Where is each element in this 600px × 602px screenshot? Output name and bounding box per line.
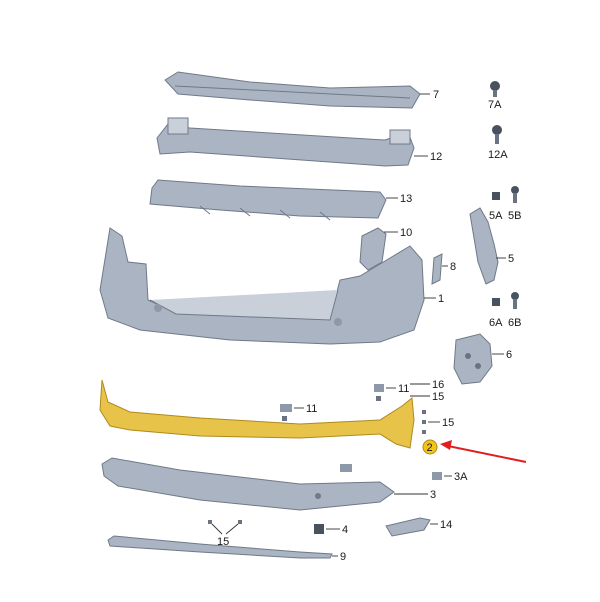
clip-part-3-icon: [340, 464, 352, 472]
callout-2: 2: [427, 442, 433, 454]
clip-11-left-icon: [280, 404, 292, 421]
callout-1: 1: [438, 293, 444, 305]
callout-13: 13: [400, 193, 412, 205]
clip-11-icon: [374, 384, 384, 401]
callout-7a: 7A: [488, 99, 502, 111]
clip-set-15-lower-icon: [208, 520, 242, 524]
part-10-cover[interactable]: [359, 227, 387, 271]
callout-7: 7: [433, 89, 439, 101]
part-6-bracket[interactable]: [453, 333, 493, 385]
callout-12: 12: [430, 151, 442, 163]
part-7-bracket[interactable]: [164, 71, 421, 109]
part-1-bumper-cover[interactable]: [99, 227, 425, 345]
screw-6b-icon: [511, 292, 519, 309]
callout-11-upper: 11: [398, 383, 409, 395]
part-2-badge: 2: [422, 439, 438, 455]
callout-6: 6: [506, 349, 512, 361]
clip-3a-icon: [432, 472, 442, 480]
callout-15-right: 15: [442, 417, 454, 429]
part-13-energy-absorber[interactable]: [149, 179, 387, 221]
callout-3a: 3A: [454, 471, 468, 483]
callout-14: 14: [440, 519, 452, 531]
part-2-lower-trim-highlighted[interactable]: [99, 379, 415, 449]
part-5-side-bracket[interactable]: [469, 207, 499, 285]
callout-9: 9: [340, 551, 346, 563]
callout-15-upper: 15: [432, 391, 444, 403]
callout-6a: 6A: [489, 317, 503, 329]
part-3-lower-diffuser[interactable]: [101, 457, 395, 511]
part-12-reinforcement-beam[interactable]: [156, 117, 415, 167]
callout-12a: 12A: [488, 149, 508, 161]
part-14-trim[interactable]: [385, 517, 431, 537]
callout-15-lower: 15: [217, 536, 229, 548]
part-4-cap[interactable]: [314, 524, 324, 534]
callout-5b: 5B: [508, 210, 521, 222]
clip-set-15-icon: [422, 410, 426, 434]
callout-11-left: 11: [306, 403, 317, 415]
nut-6a-icon: [492, 298, 500, 306]
bolt-12a-icon: [492, 125, 502, 144]
callout-4: 4: [342, 524, 348, 536]
callout-6b: 6B: [508, 317, 521, 329]
nut-5a-icon: [492, 192, 500, 200]
callout-3: 3: [430, 489, 436, 501]
callout-5a: 5A: [489, 210, 503, 222]
part-8-strip[interactable]: [431, 253, 443, 285]
screw-7a-icon: [490, 81, 500, 97]
callout-5: 5: [508, 253, 514, 265]
callout-16: 16: [432, 379, 444, 391]
part-9-strip[interactable]: [107, 535, 333, 559]
callout-10: 10: [400, 227, 412, 239]
red-arrow-icon: [440, 440, 527, 463]
screw-5b-icon: [511, 186, 519, 203]
callout-8: 8: [450, 261, 456, 273]
